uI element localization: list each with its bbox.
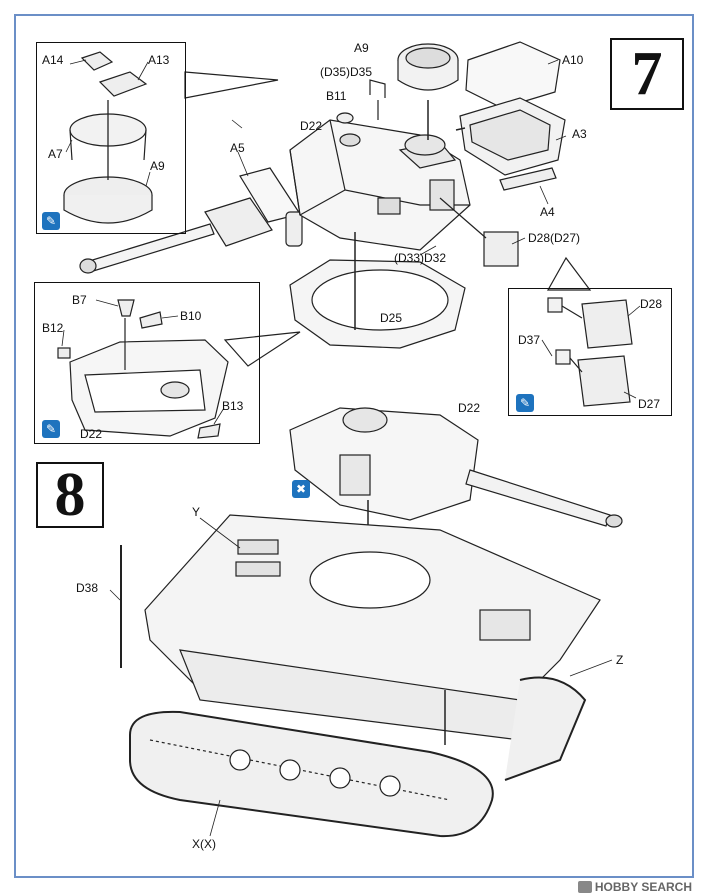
turret-ring-d25 — [289, 259, 466, 349]
label-d22-top: D22 — [300, 119, 323, 133]
label-d28d27: D28(D27) — [528, 231, 581, 245]
inset-vision-box — [508, 288, 672, 416]
step-8-box: 8 — [36, 461, 104, 529]
label-d37: D37 — [518, 333, 541, 347]
do-not-glue-icon: ✖ — [292, 480, 310, 498]
label-xx: X(X) — [192, 837, 216, 851]
part-b11 — [336, 112, 354, 124]
inset-vision-drawing — [547, 297, 633, 407]
label-d25: D25 — [380, 311, 403, 325]
label-b7: B7 — [72, 293, 87, 307]
cupola-a9 — [397, 43, 459, 91]
inset-cupola-box — [36, 42, 186, 234]
label-b11: B11 — [326, 89, 347, 103]
label-b10: B10 — [180, 309, 202, 323]
label-a14: A14 — [42, 53, 64, 67]
label-a9-inset: A9 — [150, 159, 165, 173]
inset-cupola-drawing — [63, 51, 153, 224]
watermark-text: HOBBY SEARCH — [594, 880, 692, 894]
label-b12: B12 — [42, 321, 64, 335]
paint-icon: ✎ — [516, 394, 534, 412]
label-a5: A5 — [230, 141, 245, 155]
callout-leader-a — [184, 71, 279, 99]
gun-barrel-a5 — [79, 167, 303, 274]
callout-leader-b — [223, 331, 301, 367]
callout-leader-c — [546, 256, 592, 291]
label-d22-inset: D22 — [80, 427, 103, 441]
label-d28: D28 — [640, 297, 663, 311]
label-b13: B13 — [222, 399, 244, 413]
paint-icon: ✎ — [42, 420, 60, 438]
hull-body — [144, 514, 601, 741]
handle-d35 — [369, 79, 386, 120]
label-a10: A10 — [562, 53, 584, 67]
label-y: Y — [192, 505, 201, 519]
label-a3: A3 — [572, 127, 587, 141]
label-leaders — [61, 59, 641, 837]
label-d22-step8: D22 — [458, 401, 481, 415]
watermark: HOBBY SEARCH — [577, 880, 692, 894]
step-7-box: 7 — [610, 38, 684, 110]
label-a4: A4 — [540, 205, 555, 219]
inset-interior-box — [34, 282, 260, 444]
vision-block-d28 — [483, 231, 519, 267]
turret-assembled — [289, 407, 623, 528]
label-z: Z — [616, 653, 624, 667]
instruction-frame — [14, 14, 694, 878]
watermark-logo-icon — [577, 881, 592, 893]
inset-interior-drawing — [57, 299, 229, 439]
paint-icon: ✎ — [42, 212, 60, 230]
label-a13: A13 — [148, 53, 170, 67]
label-d38: D38 — [76, 581, 99, 595]
rear-bustle — [459, 41, 566, 191]
track-near — [129, 710, 494, 838]
label-a7: A7 — [48, 147, 63, 161]
label-d33d32: (D33)D32 — [394, 251, 447, 265]
label-d35: (D35)D35 — [320, 65, 373, 79]
track-far — [504, 676, 587, 781]
label-d27: D27 — [638, 397, 661, 411]
turret-shell-d22 — [289, 119, 471, 251]
label-a9: A9 — [354, 41, 369, 55]
